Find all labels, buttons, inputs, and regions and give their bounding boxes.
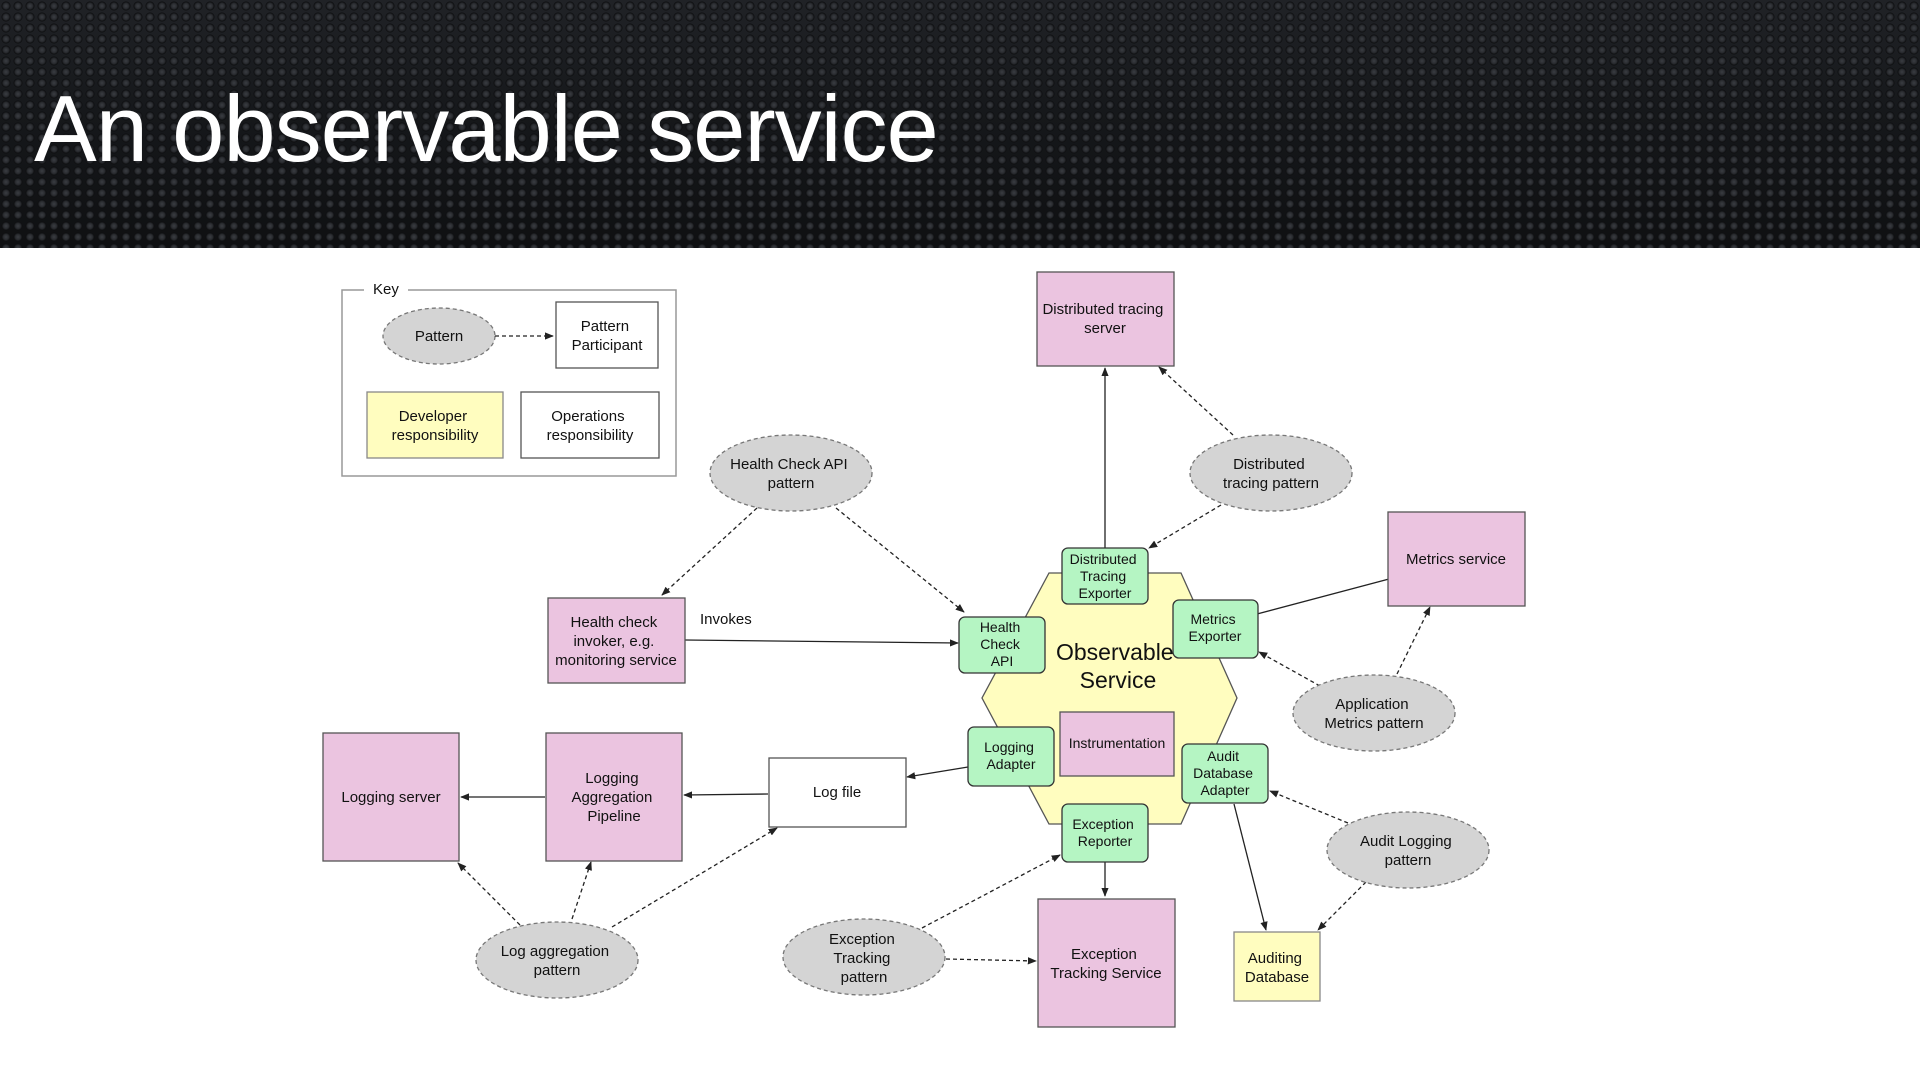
- svg-text:Application Metrics patt: Application Metrics pattern: [1324, 696, 1423, 732]
- svg-text:Audit Logging pattern: Audit Logging pattern: [1360, 833, 1456, 869]
- instrumentation-box: [1059, 711, 1175, 777]
- connectors: [457, 366, 1431, 965]
- adapter-logging-adapter: Logging Adapter: [967, 726, 1055, 787]
- observability-diagram: Key Pattern Pattern Participant Develope…: [322, 271, 1526, 1028]
- svg-text:Exception Reporter: Exception Reporter: [1072, 816, 1137, 849]
- pattern-health-check-api: Health Check API pattern: [709, 434, 873, 512]
- svg-text:Metrics Exporter: Metrics Exporter: [1189, 611, 1242, 644]
- pattern-log-aggregation: Log aggregation pattern: [475, 921, 639, 999]
- pattern-distributed-tracing: Distributed tracing pattern: [1189, 434, 1353, 512]
- adapter-audit-database-adapter: Audit Database Adapter: [1181, 743, 1269, 804]
- svg-text:Exception Tracking Servi: Exception Tracking Service: [1050, 946, 1161, 982]
- pattern-application-metrics: Application Metrics pattern: [1292, 674, 1456, 752]
- svg-text:Audit Database Ada: Audit Database Adapter: [1193, 748, 1257, 798]
- pattern-exception-tracking: Exception Tracking pattern: [782, 918, 946, 996]
- log-file-box: Log file: [768, 757, 907, 828]
- key-operations-box: [520, 391, 660, 459]
- svg-text:Logging Adapter: Logging Adapter: [984, 739, 1038, 772]
- svg-text:Exception Tracking: Exception Tracking pattern: [829, 931, 899, 986]
- key-participant-label: Pattern Participant: [572, 318, 644, 354]
- svg-text:Logging Aggregation: Logging Aggregation Pipeline: [571, 770, 656, 825]
- svg-text:Health check invoker, e.: Health check invoker, e.g. monitoring se…: [555, 614, 677, 669]
- svg-text:Health Check API: Health Check API: [980, 619, 1024, 669]
- adapter-exception-reporter: Exception Reporter: [1061, 803, 1149, 863]
- key-pattern-label: Pattern: [415, 328, 463, 345]
- svg-text:Logging server: Logging server: [341, 789, 440, 806]
- slide-title: An observable service: [34, 76, 939, 181]
- svg-text:Distributed tracing serv: Distributed tracing server: [1042, 301, 1167, 337]
- logging-aggregation-pipeline-box: Logging Aggregation Pipeline: [545, 732, 683, 862]
- svg-text:Log file: Log file: [813, 784, 861, 801]
- adapter-metrics-exporter: Metrics Exporter: [1172, 599, 1259, 659]
- key-developer-box: [366, 391, 504, 459]
- exception-tracking-service-box: Exception Tracking Service: [1037, 898, 1176, 1028]
- title-banner: An observable service: [0, 0, 1920, 248]
- observable-service-title: Observable Service: [1056, 639, 1180, 693]
- key-developer-label: Developer responsibility: [392, 408, 479, 444]
- key-operations-label: Operations responsibility: [547, 408, 634, 444]
- logging-server-box: Logging server: [322, 732, 460, 862]
- pattern-audit-logging: Audit Logging pattern: [1326, 811, 1490, 889]
- svg-text:Distributed tracing patt: Distributed tracing pattern: [1223, 456, 1319, 492]
- adapter-health-check-api: Health Check API: [958, 616, 1046, 674]
- svg-text:Auditing Database: Auditing Database: [1245, 950, 1309, 986]
- auditing-database-box: Auditing Database: [1233, 931, 1321, 1002]
- key-participant-box: [555, 301, 659, 369]
- key-legend: Key Pattern Pattern Participant Develope…: [341, 280, 677, 477]
- invokes-label: Invokes: [700, 611, 752, 628]
- svg-text:Distributed Tracing: Distributed Tracing Exporter: [1070, 551, 1141, 601]
- svg-text:Health Check API pattern: Health Check API pattern: [730, 456, 852, 492]
- distributed-tracing-server-box: Distributed tracing server: [1036, 271, 1175, 367]
- instrumentation-label: Instrumentation: [1069, 735, 1166, 751]
- svg-text:Metrics service: Metrics service: [1406, 551, 1506, 568]
- key-label: Key: [373, 281, 399, 298]
- svg-text:Log aggregation pattern: Log aggregation pattern: [501, 943, 614, 979]
- adapter-tracing-exporter: Distributed Tracing Exporter: [1061, 547, 1149, 605]
- metrics-service-box: Metrics service: [1387, 511, 1526, 607]
- health-check-invoker-box: Health check invoker, e.g. monitoring se…: [547, 597, 686, 684]
